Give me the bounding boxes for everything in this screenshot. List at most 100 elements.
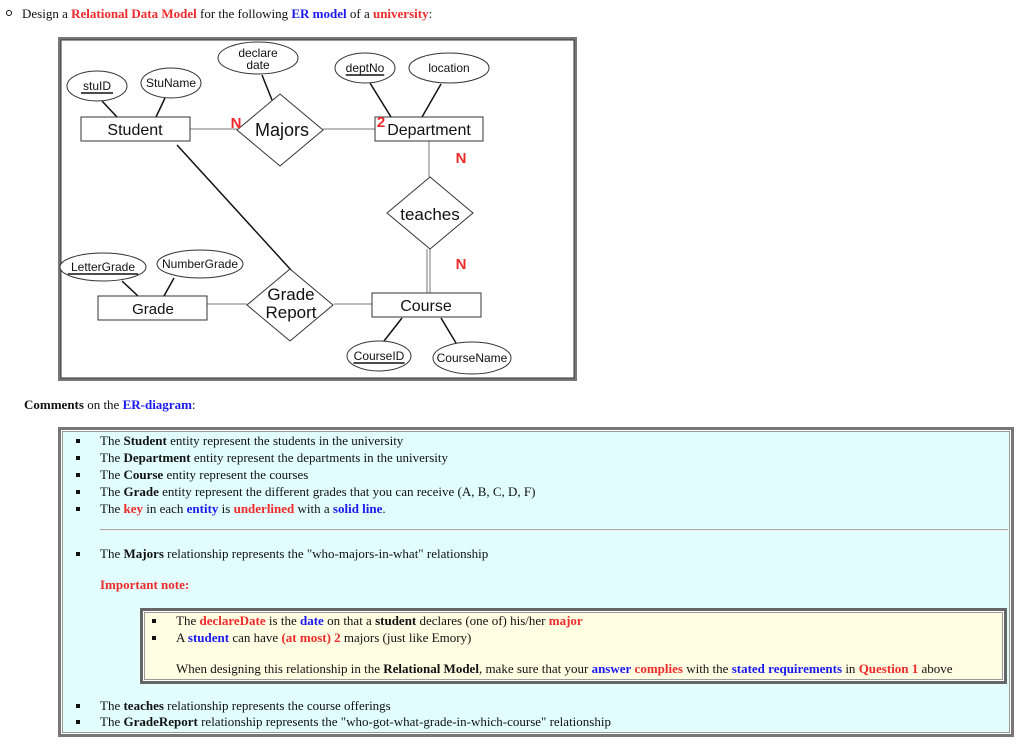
note-item: The declareDate is the date on that a st… bbox=[176, 613, 583, 628]
text-segment: can have bbox=[229, 630, 282, 645]
relationship-teaches bbox=[386, 176, 474, 250]
entity-course bbox=[371, 292, 482, 318]
text-segment: solid line bbox=[332, 501, 383, 516]
entity-department-label: Department bbox=[387, 122, 471, 139]
text-segment: The bbox=[100, 714, 124, 729]
entity-student bbox=[80, 116, 191, 142]
text-segment: Grade bbox=[123, 484, 159, 499]
attribute-declare-date bbox=[217, 41, 299, 75]
text-segment: above bbox=[918, 661, 953, 676]
text-segment: major bbox=[548, 613, 583, 628]
comment-item: The Majors relationship represents the "… bbox=[100, 546, 488, 561]
text-segment: Important note: bbox=[100, 577, 190, 592]
bullet-icon bbox=[76, 720, 80, 724]
text-segment: Department bbox=[123, 450, 191, 465]
entity-grade bbox=[97, 295, 208, 321]
text-segment: Comments bbox=[24, 397, 84, 412]
cardinality-student_majors: N bbox=[231, 115, 242, 132]
er-diagram: Student Department Course Grade Majors t… bbox=[58, 37, 577, 381]
note-item: When designing this relationship in the … bbox=[176, 661, 953, 676]
text-segment: answer bbox=[591, 661, 632, 676]
text-segment: relationship represents the course offer… bbox=[163, 698, 391, 713]
relationship-grade-report-label-1: Grade bbox=[267, 285, 314, 304]
attribute-stuname bbox=[140, 67, 202, 99]
text-segment: teaches bbox=[123, 698, 164, 713]
attribute-numbergrade bbox=[156, 249, 244, 279]
text-segment: relationship represents the "who-got-wha… bbox=[197, 714, 611, 729]
text-segment: Relational Model bbox=[383, 661, 479, 676]
text-segment: Question 1 bbox=[858, 661, 919, 676]
attribute-label-declare_2: date bbox=[246, 58, 270, 72]
entity-department bbox=[374, 116, 484, 142]
text-segment: The bbox=[100, 450, 124, 465]
attribute-label-lettergrade: LetterGrade bbox=[71, 260, 135, 274]
bullet-icon bbox=[152, 619, 156, 623]
cardinality-teaches_course: N bbox=[456, 256, 467, 273]
text-segment: for the following bbox=[196, 6, 292, 21]
intro-text: Design a Relational Data Model for the f… bbox=[22, 6, 432, 21]
cardinality-majors_department: 2 bbox=[377, 114, 385, 131]
text-segment: declares (one of) his/her bbox=[416, 613, 549, 628]
attribute-label-declare_1: declare bbox=[238, 46, 278, 60]
bullet-icon bbox=[76, 490, 80, 494]
text-segment: majors (just like Emory) bbox=[340, 630, 472, 645]
text-segment: The bbox=[100, 546, 124, 561]
relationship-majors bbox=[236, 93, 324, 167]
text-segment: The bbox=[100, 484, 124, 499]
attribute-location bbox=[408, 52, 490, 84]
text-segment: is bbox=[218, 501, 234, 516]
text-segment: on the bbox=[83, 397, 123, 412]
attribute-coursename bbox=[432, 341, 512, 375]
cardinality-department_teaches: N bbox=[456, 150, 467, 167]
bullet-icon bbox=[76, 552, 80, 556]
text-segment: entity represent the courses bbox=[163, 467, 309, 482]
bullet-icon bbox=[76, 704, 80, 708]
text-segment: entity represent the students in the uni… bbox=[166, 433, 404, 448]
relationship-teaches-label: teaches bbox=[400, 205, 460, 224]
text-segment: The bbox=[100, 433, 124, 448]
entity-course-label: Course bbox=[400, 298, 452, 315]
text-segment: ER-diagram bbox=[122, 397, 192, 412]
bullet-icon bbox=[76, 439, 80, 443]
important-note-label: Important note: bbox=[100, 577, 189, 592]
text-segment: relationship represents the "who-majors-… bbox=[163, 546, 489, 561]
relationship-grade-report bbox=[246, 268, 334, 342]
text-segment: A bbox=[176, 630, 188, 645]
entity-grade-label: Grade bbox=[132, 301, 174, 318]
text-segment: complies bbox=[634, 661, 683, 676]
text-segment: with a bbox=[294, 501, 333, 516]
attribute-label-deptno: deptNo bbox=[346, 61, 385, 75]
text-segment: underlined bbox=[233, 501, 295, 516]
text-segment: date bbox=[299, 613, 324, 628]
text-segment: declareDate bbox=[199, 613, 266, 628]
text-segment: on that a bbox=[323, 613, 376, 628]
relationship-majors-label: Majors bbox=[255, 120, 309, 140]
text-segment: The bbox=[176, 613, 200, 628]
attribute-label-courseid: CourseID bbox=[354, 349, 405, 363]
text-segment: Course bbox=[123, 467, 164, 482]
text-segment: GradeReport bbox=[123, 714, 198, 729]
comment-item: The key in each entity is underlined wit… bbox=[100, 501, 386, 516]
comments-box bbox=[58, 427, 1014, 737]
text-segment: student bbox=[375, 613, 417, 628]
attribute-label-location: location bbox=[428, 61, 469, 75]
text-segment: in each bbox=[142, 501, 187, 516]
text-segment: ER model bbox=[291, 6, 347, 21]
text-segment: entity bbox=[186, 501, 219, 516]
text-segment: of a bbox=[346, 6, 373, 21]
comment-item: The GradeReport relationship represents … bbox=[100, 714, 611, 729]
diagram-frame bbox=[60, 39, 575, 379]
text-segment: entity represent the different grades th… bbox=[158, 484, 536, 499]
text-segment: with the bbox=[682, 661, 732, 676]
comments-heading: Comments on the ER-diagram: bbox=[24, 397, 196, 412]
attribute-label-numbergrade: NumberGrade bbox=[162, 257, 238, 271]
text-segment: student bbox=[187, 630, 230, 645]
relationship-grade-report-label-2: Report bbox=[265, 303, 316, 322]
divider bbox=[100, 529, 1008, 531]
hollow-bullet-icon bbox=[6, 10, 12, 16]
text-segment: (at most) 2 bbox=[281, 630, 341, 645]
text-segment: : bbox=[428, 6, 433, 21]
bullet-icon bbox=[76, 456, 80, 460]
text-segment: stated requirements bbox=[731, 661, 843, 676]
comment-item: The Grade entity represent the different… bbox=[100, 484, 536, 499]
